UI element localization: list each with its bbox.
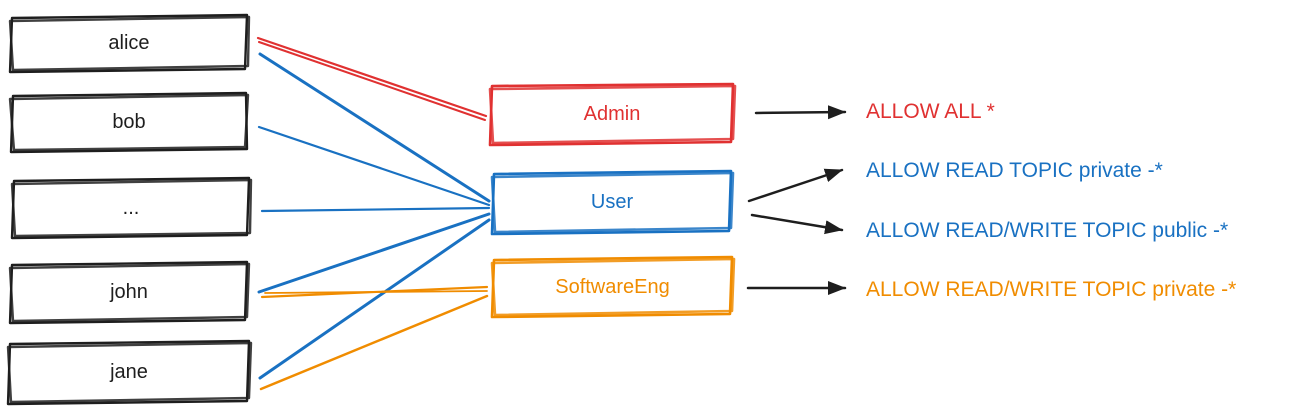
arrow-user-readwritepublic bbox=[750, 213, 844, 235]
user-boxes bbox=[6, 13, 253, 406]
user-box-alice bbox=[8, 13, 251, 74]
role-box-sweng bbox=[490, 255, 736, 319]
grant-arrows bbox=[746, 105, 847, 295]
user-box-jane bbox=[6, 339, 253, 406]
edge-dots-user bbox=[260, 206, 491, 213]
edge-bob-user bbox=[257, 125, 491, 207]
arrow-user-readprivate bbox=[747, 168, 844, 203]
edge-alice-user bbox=[258, 52, 491, 203]
edge-jane-user bbox=[258, 218, 491, 380]
arrow-admin-allowall bbox=[754, 105, 847, 120]
user-box-dots bbox=[10, 176, 253, 240]
role-boxes bbox=[488, 82, 737, 319]
edge-john-user bbox=[257, 212, 491, 294]
user-box-bob bbox=[8, 91, 250, 154]
edge-jane-sweng bbox=[259, 294, 489, 391]
edge-alice-admin bbox=[256, 36, 488, 118]
edge-john-sweng-sketch bbox=[264, 290, 488, 294]
role-box-user bbox=[490, 169, 735, 236]
role-box-admin bbox=[488, 82, 737, 147]
assignment-edges bbox=[256, 36, 491, 391]
edge-alice-admin-sketch bbox=[258, 41, 486, 121]
user-box-john bbox=[8, 260, 251, 325]
